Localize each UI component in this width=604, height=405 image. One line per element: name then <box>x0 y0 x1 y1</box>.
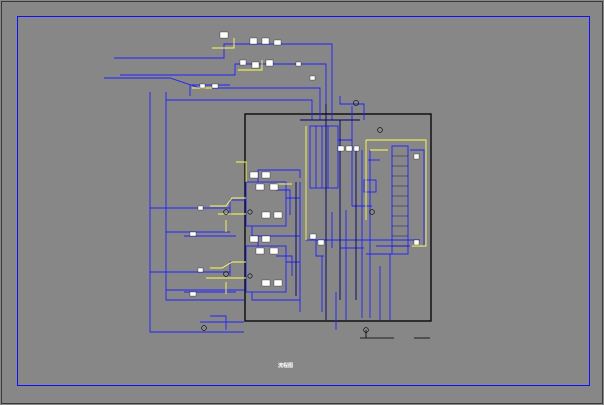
valves-and-pumps <box>201 100 383 333</box>
outlet-markers <box>360 330 430 339</box>
yellow-piping <box>192 38 427 294</box>
main-unit-boundary <box>244 113 432 322</box>
inner-frame <box>17 16 590 386</box>
drawing-title: 流程图 <box>278 362 293 369</box>
column-trays <box>392 155 408 247</box>
instrument-tags <box>189 31 420 297</box>
